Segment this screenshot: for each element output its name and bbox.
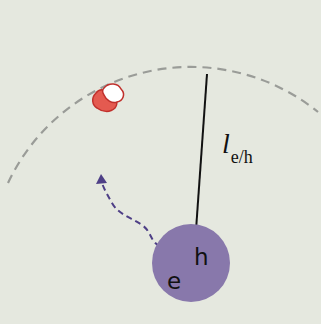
range-arc [8,67,318,183]
carrier-letter: e [167,270,181,293]
arrow-head [96,174,107,184]
length-subscript: e/h [231,148,253,166]
length-symbol: l [222,130,230,158]
diffusion-path [102,183,160,246]
particle-circle: eh [152,224,230,302]
carrier-letter: h [194,246,209,269]
white-defect [103,84,124,103]
length-line [196,74,207,230]
